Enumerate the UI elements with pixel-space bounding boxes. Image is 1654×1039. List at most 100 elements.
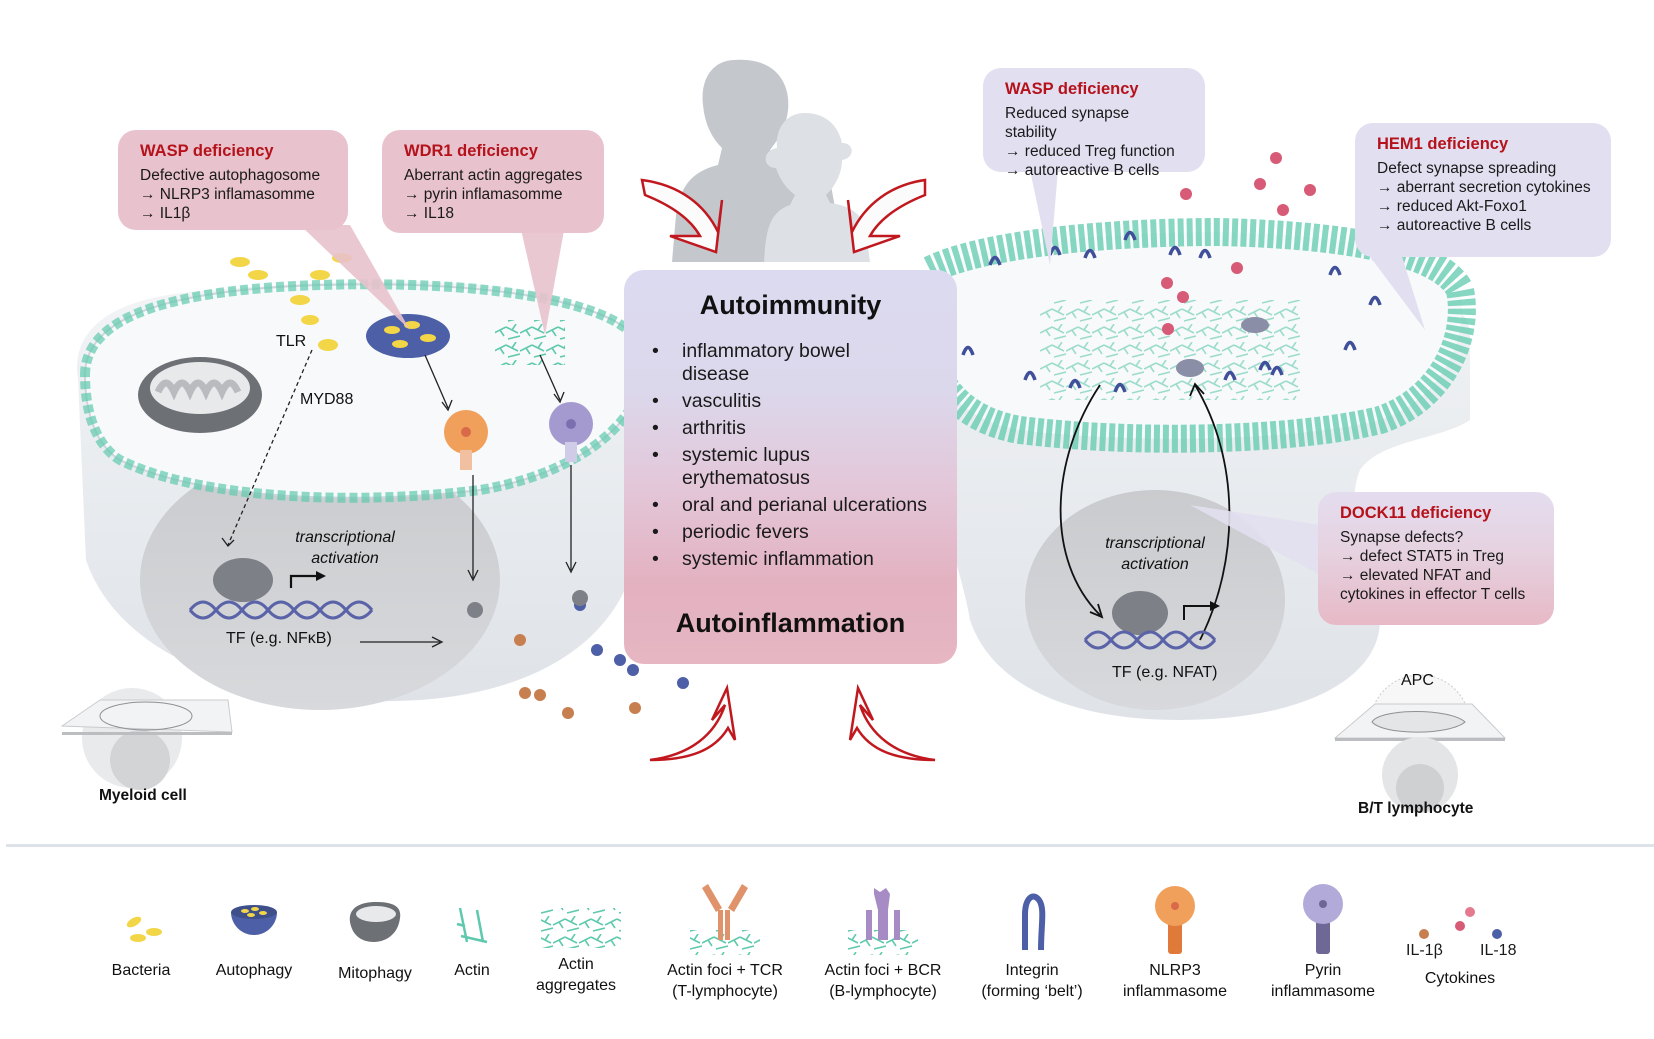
legend-item-cytokines: IL-1β IL-18 Cytokines — [1380, 880, 1540, 989]
callout-line: Synapse defects? — [1340, 529, 1464, 546]
actin-aggregate — [495, 320, 565, 365]
legend-label: Actin foci + BCR(B-lymphocyte) — [824, 962, 942, 1000]
pyrin-inflammasome — [549, 402, 593, 462]
callout-line: Defective autophagosome — [140, 167, 321, 184]
legend-label: Autophagy — [215, 962, 293, 979]
autoimmunity-title: Autoimmunity — [699, 290, 882, 320]
legend-item-actin-foci-bcr: Actin foci + BCR(B-lymphocyte) — [808, 880, 958, 1002]
child-silhouette — [764, 113, 870, 262]
nlrp3-inflammasome — [444, 410, 488, 470]
callout-line: → NLRP3 inflamasomme — [140, 186, 315, 203]
legend-label: Cytokines — [1424, 970, 1496, 987]
callout-line: → IL1β — [140, 205, 191, 222]
il18-label: IL-18 — [1480, 942, 1517, 959]
arrow-bottom-right — [848, 683, 936, 762]
disease-list: inflammatory bowel disease vasculitis ar… — [652, 340, 927, 575]
callout-title: HEM1 deficiency — [1377, 135, 1509, 153]
mitochondrion-icon — [138, 357, 262, 433]
legend-item-mitophagy: Mitophagy — [300, 880, 450, 984]
myeloid-cell-illustration — [60, 253, 689, 790]
lymphocyte-illustration — [916, 152, 1507, 813]
disease-item: oral and perianal ulcerations — [652, 494, 927, 517]
apc-thumbnail — [1333, 674, 1507, 813]
callout-line: → IL18 — [404, 205, 454, 222]
transcription-line: activation — [1121, 556, 1189, 573]
legend-label: Actin foci + TCR(T-lymphocyte) — [667, 962, 783, 1000]
actin-foci-bcr-icon — [848, 888, 918, 955]
callout-line: Reduced synapse stability — [1005, 105, 1130, 141]
transcription-line: transcriptional — [295, 529, 395, 546]
legend-item-actin: Actin — [397, 880, 547, 981]
callout-title: WDR1 deficiency — [404, 142, 538, 160]
legend-item-actin-foci-tcr: Actin foci + TCR(T-lymphocyte) — [650, 880, 800, 1002]
legend-item-autophagy: Autophagy — [179, 880, 329, 981]
dna-helix — [188, 600, 374, 620]
arrow-top-right — [846, 178, 927, 254]
pyrin-inflammasome-icon — [1303, 884, 1343, 954]
legend-label: Mitophagy — [338, 965, 412, 982]
callout-line: → pyrin inflamasomme — [404, 186, 563, 203]
callout-line: → defect STAT5 in Treg — [1340, 548, 1504, 565]
autophagy-icon — [231, 905, 277, 935]
disease-item: periodic fevers — [652, 521, 927, 544]
callout-line: cytokines in effector T cells — [1340, 586, 1526, 603]
callout-line: → reduced Akt-Foxo1 — [1377, 198, 1527, 215]
wasp-myeloid-callout: WASP deficiency Defective autophagosome … — [118, 130, 348, 230]
wdr1-callout: WDR1 deficiency Aberrant actin aggregate… — [382, 130, 604, 233]
mitophagy-icon — [349, 902, 401, 942]
integrin-belt — [961, 230, 1382, 393]
legend-divider — [6, 844, 1654, 847]
callout-line: → elevated NFAT and — [1340, 567, 1492, 584]
transcription-factor-nfat — [1112, 591, 1168, 635]
wasp-lymphocyte-callout: WASP deficiency Reduced synapse stabilit… — [983, 68, 1205, 179]
callout-line: → reduced Treg function — [1005, 143, 1175, 160]
legend-label: Integrin(forming ‘belt’) — [981, 962, 1083, 1000]
bacteria-icon — [126, 916, 162, 942]
autoinflammation-title: Autoinflammation — [675, 608, 906, 638]
tf-nfat-label: TF (e.g. NFAT) — [1112, 664, 1218, 681]
legend-label: Actin — [454, 962, 490, 979]
myeloid-nucleus — [140, 450, 500, 710]
disease-item: arthritis — [652, 417, 927, 440]
callout-line: → aberrant secretion cytokines — [1377, 179, 1591, 196]
secreted-cytokines — [467, 590, 689, 719]
disease-item: inflammatory bowel disease — [652, 340, 882, 386]
transcription-factor — [213, 558, 273, 602]
transcription-line: transcriptional — [1105, 535, 1205, 552]
disease-item: vasculitis — [652, 390, 927, 413]
arrow-top-left — [640, 178, 724, 254]
myeloid-transcription-label: transcriptional activation — [280, 527, 410, 569]
actin-aggregates-icon — [541, 908, 621, 948]
lymphocyte-cell-label: B/T lymphocyte — [1358, 800, 1474, 817]
disease-spectrum-box: Autoimmunity inflammatory bowel disease … — [624, 270, 957, 664]
callout-line: → autoreactive B cells — [1377, 217, 1532, 234]
callout-title: DOCK11 deficiency — [1340, 504, 1492, 522]
patient-silhouettes — [672, 59, 870, 263]
callout-title: WASP deficiency — [140, 142, 274, 160]
cytokines-icon — [1419, 907, 1502, 939]
actin-foci-tcr-icon — [690, 884, 760, 955]
callout-title: WASP deficiency — [1005, 80, 1139, 98]
red-converging-arrows — [640, 178, 936, 762]
il1b-label: IL-1β — [1406, 942, 1443, 959]
arrow-bottom-left — [649, 683, 737, 762]
legend-item-integrin: Integrin(forming ‘belt’) — [957, 880, 1107, 1002]
actin-icon — [456, 907, 488, 944]
disease-item: systemic lupus erythematosus — [652, 444, 862, 490]
hem1-callout: HEM1 deficiency Defect synapse spreading… — [1355, 123, 1611, 257]
myeloid-pathway-arrows — [221, 349, 577, 648]
myeloid-cell-label: Myeloid cell — [99, 787, 187, 804]
callout-line: → autoreactive B cells — [1005, 162, 1160, 179]
integrin-icon — [1022, 893, 1046, 951]
apc-label: APC — [1401, 672, 1434, 689]
callout-line: Defect synapse spreading — [1377, 160, 1557, 177]
tlr-label: TLR — [276, 333, 307, 350]
lymphocyte-cytokines — [1161, 152, 1316, 335]
autophagosome-icon — [366, 314, 450, 358]
disease-item: systemic inflammation — [652, 548, 927, 571]
